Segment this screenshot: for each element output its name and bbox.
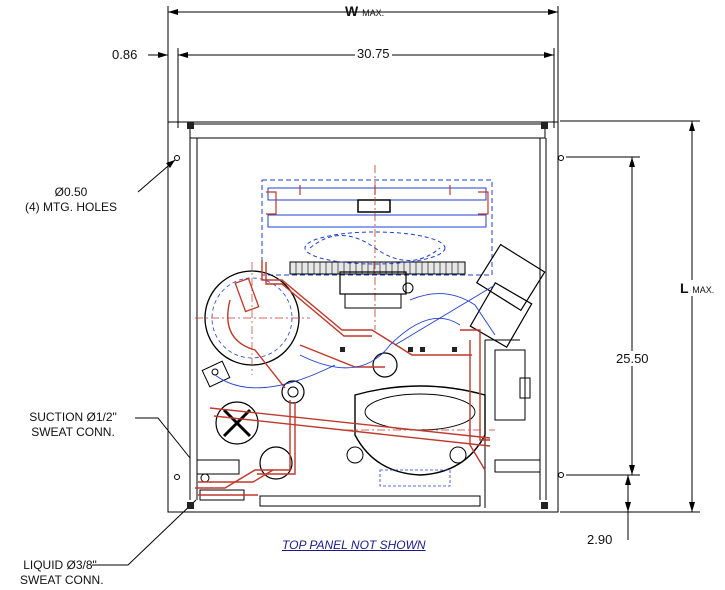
suction-callout: SUCTION Ø1/2" SWEAT CONN. [8,410,138,440]
dimension-arrows [158,9,695,512]
holes-callout-line2: (4) MTG. HOLES [24,200,117,214]
liquid-callout: LIQUID Ø3/8" SWEAT CONN. [20,558,104,588]
width-suffix: MAX. [362,8,385,18]
filter-drier [281,271,414,404]
cabinet-frame [167,121,559,513]
inner-width-dimension: 30.75 [355,46,392,61]
wire-markers [340,347,457,352]
receiver-tank [195,262,310,388]
length-suffix: MAX. [692,285,715,295]
drawing-caption: TOP PANEL NOT SHOWN [282,538,426,552]
length-dimension: L MAX. [680,280,715,296]
mounting-holes-callout: Ø0.50 (4) MTG. HOLES [6,185,136,215]
frame-corner-bolts [187,122,548,509]
hole-spacing-dimension: 25.50 [614,351,651,366]
dimension-lines [92,6,700,566]
electrical-wiring [214,284,496,389]
liquid-callout-line1: LIQUID Ø3/8" [23,558,97,572]
length-label: L [680,280,689,296]
bottom-offset-dimension: 2.90 [587,532,613,547]
holes-callout-line1: Ø0.50 [54,185,88,199]
suction-callout-line1: SUCTION Ø1/2" [29,410,117,424]
service-valves [196,401,293,501]
offset-left-dimension: 0.86 [112,47,138,62]
condenser-coil [261,165,493,330]
liquid-callout-line2: SWEAT CONN. [20,573,104,587]
width-dimension: W MAX. [345,3,384,19]
suction-callout-line2: SWEAT CONN. [31,425,115,439]
electrical-box [469,243,546,473]
width-label: W [345,3,359,19]
refrigerant-piping [195,260,491,496]
mounting-holes [174,155,564,480]
